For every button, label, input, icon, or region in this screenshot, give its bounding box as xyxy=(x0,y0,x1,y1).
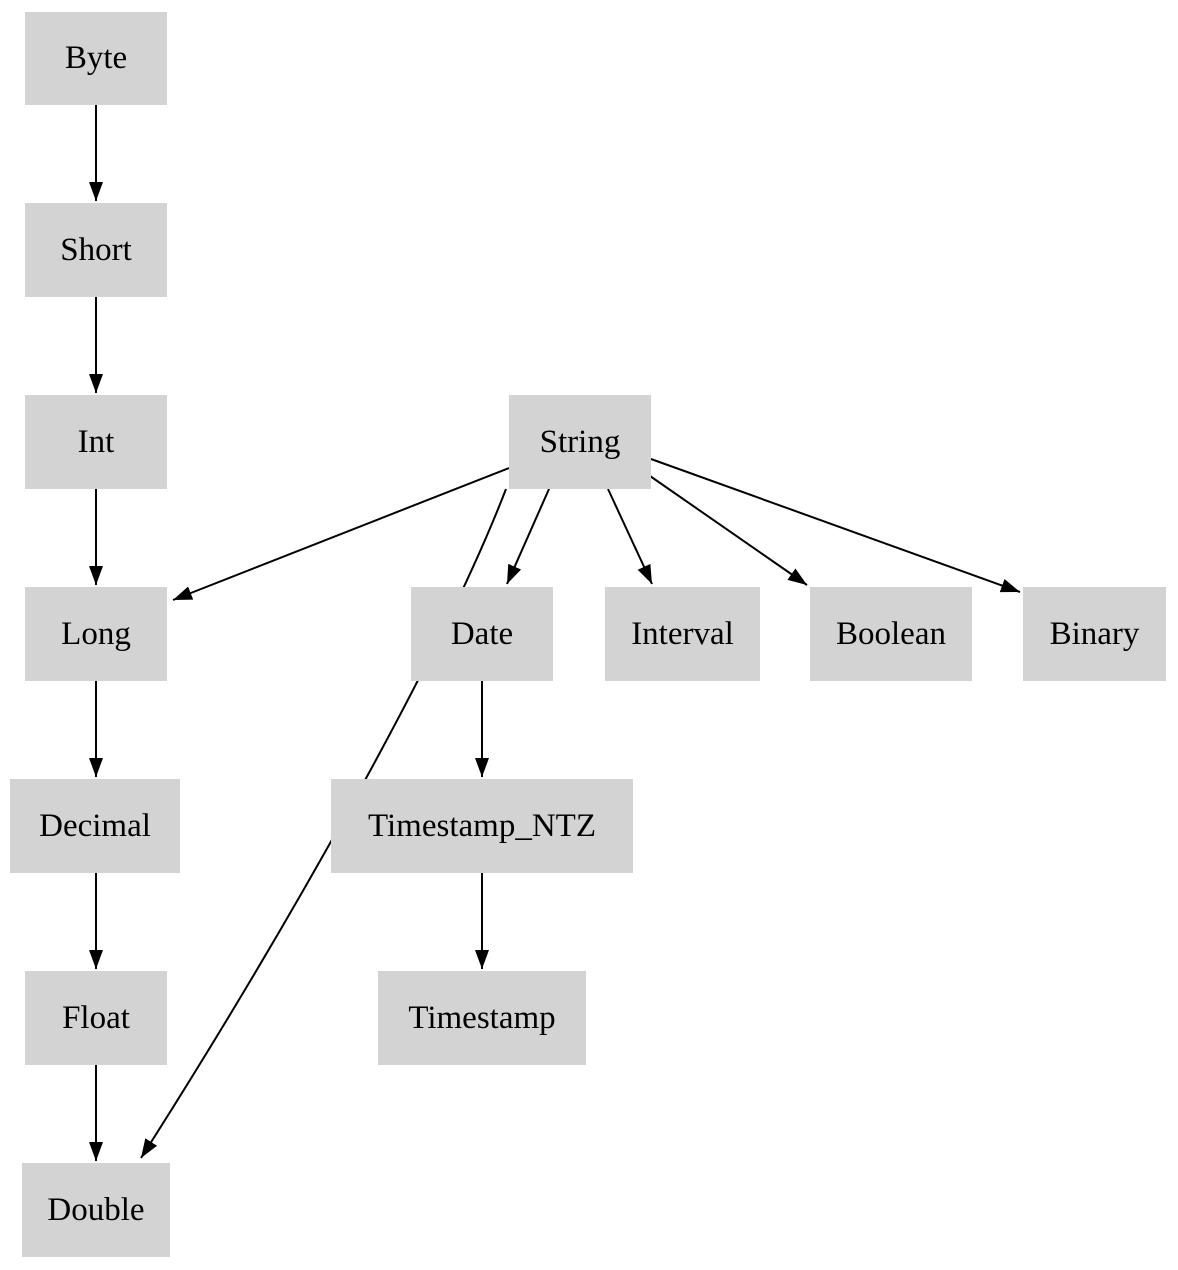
edge-string-boolean xyxy=(649,475,808,586)
edge-string-long xyxy=(172,467,510,601)
node-decimal: Decimal xyxy=(10,779,180,873)
edge-string-interval xyxy=(607,488,653,585)
node-long: Long xyxy=(25,587,167,681)
node-binary: Binary xyxy=(1023,587,1166,681)
edge-string-binary xyxy=(650,458,1021,593)
node-date: Date xyxy=(411,587,553,681)
node-boolean: Boolean xyxy=(810,587,972,681)
node-int: Int xyxy=(25,395,167,489)
node-byte: Byte xyxy=(25,12,167,105)
node-short: Short xyxy=(25,203,167,297)
node-float: Float xyxy=(25,971,167,1065)
node-timestamp: Timestamp xyxy=(378,971,586,1065)
node-timestamp-ntz: Timestamp_NTZ xyxy=(331,779,633,873)
edge-string-date xyxy=(506,488,550,585)
node-double: Double xyxy=(22,1163,170,1257)
node-interval: Interval xyxy=(605,587,760,681)
node-string: String xyxy=(509,395,651,489)
